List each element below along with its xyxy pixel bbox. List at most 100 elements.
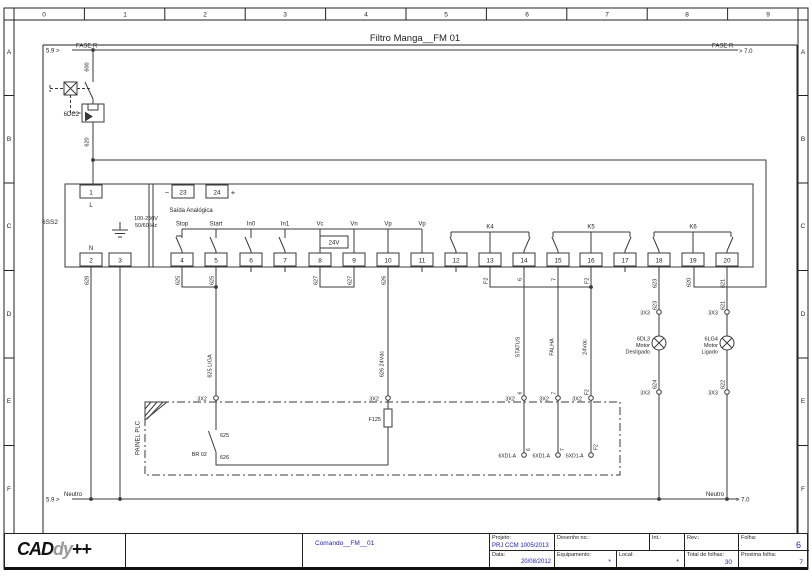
breaker-blade (84, 81, 94, 100)
pin-label-6: 6 (518, 392, 524, 395)
xd-pin-label-7: 7 (560, 448, 566, 451)
terminal-box (715, 252, 739, 267)
terminal-box (342, 252, 366, 267)
phase-right-label: FASE R (712, 44, 734, 50)
neutral-right-ref: > 7.0 (736, 498, 750, 504)
projeto-label: Projeto: (492, 535, 511, 541)
terminal-number: 15 (554, 258, 562, 265)
breaker-relay-box (81, 103, 105, 123)
lamp-on-line1: Motor (704, 343, 718, 349)
terminal-box (79, 252, 103, 267)
terminal-box (478, 252, 502, 267)
br02-switch-blade (208, 430, 217, 453)
connector-3x2-label: 3X2 (572, 397, 582, 403)
junction-dot (91, 158, 95, 162)
plc-panel-label: PAINEL PLC (136, 420, 142, 455)
terminal-number: 9 (352, 258, 356, 265)
voltage-rating: 100-250V (134, 216, 158, 222)
terminal-number: 17 (621, 258, 629, 265)
terminal-box (308, 252, 332, 267)
breaker-relay-notch (87, 104, 99, 111)
ruler-row-label-left: A (7, 49, 12, 56)
terminal-box (170, 252, 194, 267)
wire-label-620b: 620 (687, 278, 693, 287)
wire-label-626-24vdc: 626 24Vdc (380, 351, 386, 378)
terminal-box (205, 184, 229, 199)
soft-starter-6ss2 (64, 183, 754, 268)
input-label-in0: In0 (247, 222, 256, 228)
neutral-right-label: Neutro (706, 492, 725, 498)
inner-frame (42, 44, 798, 533)
wire-label-625a: 625 (176, 276, 182, 285)
junction-dot (118, 497, 122, 501)
terminal-number: 10 (384, 258, 392, 265)
total-folhas-label: Total de folhas: (687, 551, 724, 558)
wire-function-24vdc: 24Vdc (583, 339, 589, 355)
connector-3x3-circle (656, 389, 662, 395)
terminal-box (204, 252, 228, 267)
int-cell: Int.: (650, 534, 685, 550)
breaker-tag: 6DC2 (64, 112, 80, 118)
br02-wire-626: 626 (220, 455, 229, 461)
lamp-cross (721, 337, 733, 349)
wire-label-620: 620 (85, 137, 91, 146)
terminal-number: 2 (89, 258, 93, 265)
wire-label-6: 6 (518, 278, 524, 281)
connector-3x3-circle (724, 309, 730, 315)
wire-label-623b: 623 (653, 301, 659, 310)
24v-label-box (319, 235, 349, 249)
input-contacts (175, 228, 423, 253)
ruler-row-label-right: E (801, 398, 806, 405)
wire-label-625-liga: 625 LIGA (208, 354, 214, 378)
connector-3x2-circle (213, 395, 219, 401)
ruler-row-label-right: C (801, 223, 806, 230)
proxima-folha-cell: Proxima folha: 7 (739, 551, 809, 568)
terminal-box (410, 252, 434, 267)
terminal-number: 7 (283, 258, 287, 265)
neutral-left-ref: 5.9 > (46, 498, 60, 504)
relay-k4-contacts (449, 231, 531, 253)
connector-6xd1a-label: 6XD1-A (532, 454, 550, 460)
logo-cell: CADdy++ (5, 534, 126, 567)
soft-starter-tag: 6SS2 (42, 219, 58, 226)
input-label-in1: In1 (281, 222, 290, 228)
terminal-number: 1 (89, 190, 93, 197)
phase-left-ref: 5.9 > (46, 49, 60, 55)
input-label-vn: Vn (350, 222, 357, 228)
connector-3x2-circle (555, 395, 561, 401)
terminal-number: 19 (689, 258, 697, 265)
ruler-row-label-left: C (7, 223, 12, 230)
ruler-row-label-left: B (7, 136, 11, 143)
rev-label: Rev.: (687, 535, 700, 541)
proxima-folha-label: Proxima folha: (741, 551, 777, 558)
logo-part-dy: dy (53, 539, 73, 559)
terminal-box (239, 252, 263, 267)
connector-3x2-circle (385, 395, 391, 401)
terminal-N-label: N (89, 246, 93, 252)
terminal-box (108, 252, 132, 267)
data-value: 20/08/2012 (520, 558, 551, 565)
page-title: Filtro Manga__FM 01 (370, 33, 460, 44)
ruler-column-label: 3 (283, 12, 287, 19)
wire-label-7: 7 (552, 278, 558, 281)
connector-points (213, 309, 730, 458)
drawing-frame (3, 7, 809, 570)
junction-dot (91, 48, 95, 52)
wire-label-600: 600 (85, 62, 91, 71)
terminal-box (512, 252, 536, 267)
ruler-column-label: 9 (766, 12, 770, 19)
connector-3x3-label: 3X3 (708, 391, 718, 397)
section-separator (148, 184, 154, 267)
breaker-link-dashed (49, 85, 90, 114)
ruler-column-label: 4 (364, 12, 368, 19)
ruler-row-label-left: D (7, 311, 12, 318)
terminal-number: 12 (452, 258, 460, 265)
ruler-ticks (4, 8, 808, 446)
neutral-left-label: Neutro (64, 492, 83, 498)
lamp-labels: 6DL3 Motor Desligado 6LG4 Motor Ligado (626, 337, 719, 356)
local-value: * (676, 558, 679, 566)
folha-cell: Folha: 6 (739, 534, 809, 550)
document-name-cell: Comando__FM__01 (303, 534, 490, 567)
terminal-number: 23 (179, 190, 187, 197)
